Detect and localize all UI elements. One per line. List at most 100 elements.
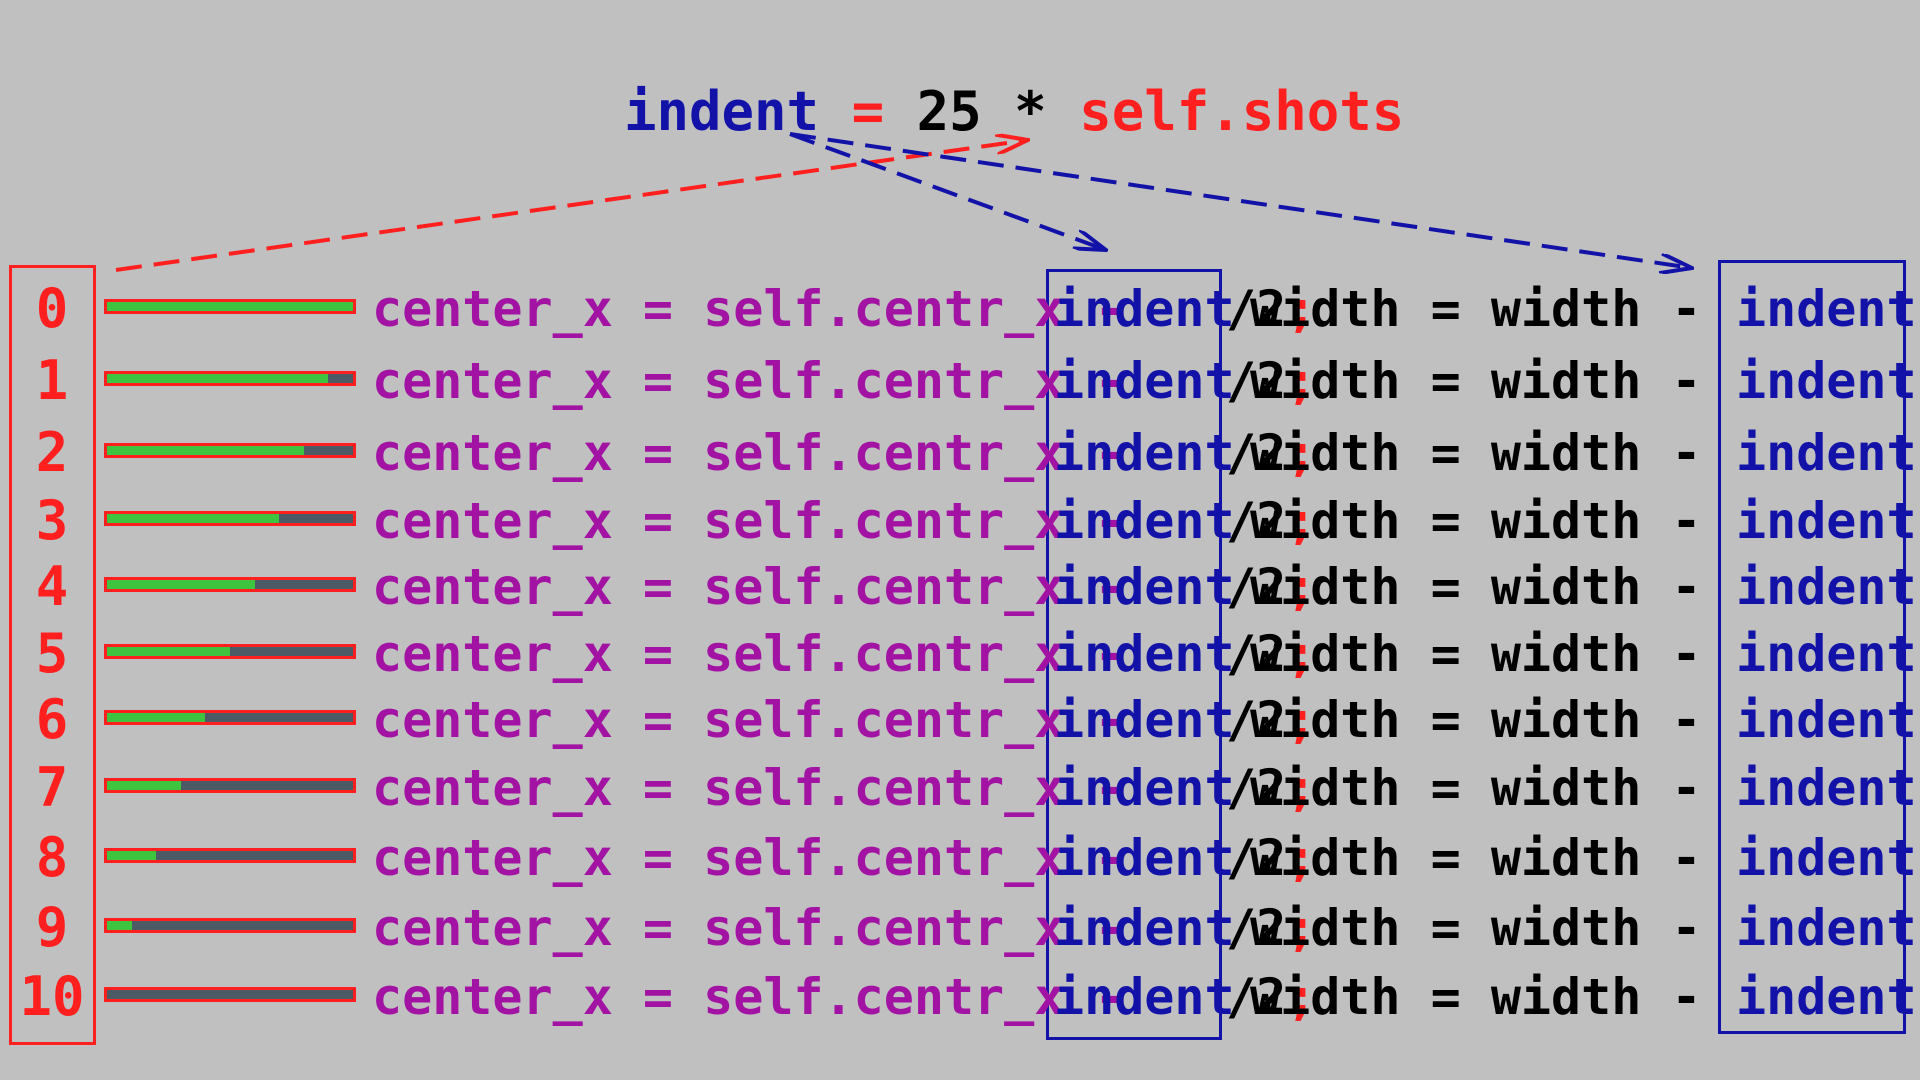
code-row: 1 center_x = self.centr_x - indent/2;width… xyxy=(0,351,1920,411)
shots-progress-bar xyxy=(104,371,356,386)
index-column-box xyxy=(9,265,96,1045)
center-expression: center_x = self.centr_x - xyxy=(372,280,1125,338)
divisor: /2 xyxy=(1226,759,1287,817)
shots-progress-bar xyxy=(104,987,356,1002)
indent-term-middle: indent xyxy=(1054,759,1235,817)
divisor: /2 xyxy=(1226,625,1287,683)
shots-progress-bar xyxy=(104,577,356,592)
width-expression: width = width - xyxy=(1250,968,1702,1026)
shots-progress-fill xyxy=(107,647,230,656)
shots-progress-bar xyxy=(104,443,356,458)
row-index: 4 xyxy=(35,555,69,618)
width-expression: width = width - xyxy=(1250,280,1702,338)
formula: indent = 25 * self.shots xyxy=(624,80,1404,144)
width-expression: width = width - xyxy=(1250,625,1702,683)
divide-by-two: /2; xyxy=(1226,624,1316,684)
shots-progress-bar xyxy=(104,918,356,933)
shots-progress-fill xyxy=(107,374,329,383)
width-expression: width = width - xyxy=(1250,492,1702,550)
row-index: 0 xyxy=(35,277,69,340)
indent-term-right: indent xyxy=(1736,558,1917,616)
center-expression: center_x = self.centr_x - xyxy=(372,899,1125,957)
shots-progress-fill xyxy=(107,781,181,790)
indent-column-box-right xyxy=(1718,260,1906,1034)
divisor: /2 xyxy=(1226,424,1287,482)
divide-by-two: /2; xyxy=(1226,557,1316,617)
indent-term-right: indent xyxy=(1736,424,1917,482)
shots-progress-fill xyxy=(107,302,353,311)
divisor: /2 xyxy=(1226,352,1287,410)
semicolon: ; xyxy=(1286,691,1317,749)
width-expression: width = width - xyxy=(1250,759,1702,817)
shots-progress-fill xyxy=(107,514,280,523)
formula-equals: = xyxy=(819,80,917,143)
arrow-indent-to-right xyxy=(789,132,1692,268)
center-expression: center_x = self.centr_x - xyxy=(372,492,1125,550)
indent-term-right: indent xyxy=(1736,352,1917,410)
indent-term-right: indent xyxy=(1736,829,1917,887)
shots-progress-bar xyxy=(104,710,356,725)
semicolon: ; xyxy=(1286,968,1317,1026)
center-expression: center_x = self.centr_x - xyxy=(372,829,1125,887)
shots-progress-bar xyxy=(104,848,356,863)
row-index: 3 xyxy=(35,489,69,552)
indent-term-right: indent xyxy=(1736,492,1917,550)
semicolon: ; xyxy=(1286,352,1317,410)
divide-by-two: /2; xyxy=(1226,758,1316,818)
row-index: 8 xyxy=(35,826,69,889)
width-expression: width = width - xyxy=(1250,829,1702,887)
divisor: /2 xyxy=(1226,968,1287,1026)
row-index: 10 xyxy=(19,965,85,1028)
row-index: 7 xyxy=(35,756,69,819)
center-expression: center_x = self.centr_x - xyxy=(372,558,1125,616)
shots-progress-fill xyxy=(107,851,157,860)
center-expression: center_x = self.centr_x - xyxy=(372,759,1125,817)
indent-term-middle: indent xyxy=(1054,558,1235,616)
row-index: 6 xyxy=(35,688,69,751)
divide-by-two: /2; xyxy=(1226,898,1316,958)
divide-by-two: /2; xyxy=(1226,828,1316,888)
divisor: /2 xyxy=(1226,829,1287,887)
semicolon: ; xyxy=(1286,492,1317,550)
width-expression: width = width - xyxy=(1250,352,1702,410)
arrow-index-to-shots xyxy=(115,140,1028,272)
indent-term-right: indent xyxy=(1736,625,1917,683)
center-expression: center_x = self.centr_x - xyxy=(372,691,1125,749)
semicolon: ; xyxy=(1286,424,1317,482)
arrow-indent-to-mid xyxy=(789,132,1106,250)
semicolon: ; xyxy=(1286,625,1317,683)
formula-multiplier: 25 * xyxy=(916,80,1080,143)
row-index: 1 xyxy=(35,349,69,412)
indent-term-middle: indent xyxy=(1054,280,1235,338)
indent-term-middle: indent xyxy=(1054,625,1235,683)
semicolon: ; xyxy=(1286,759,1317,817)
divide-by-two: /2; xyxy=(1226,690,1316,750)
shots-progress-fill xyxy=(107,713,206,722)
center-expression: center_x = self.centr_x - xyxy=(372,352,1125,410)
semicolon: ; xyxy=(1286,280,1317,338)
indent-term-middle: indent xyxy=(1054,424,1235,482)
indent-term-right: indent xyxy=(1736,759,1917,817)
row-index: 9 xyxy=(35,896,69,959)
shots-progress-bar xyxy=(104,644,356,659)
center-expression: center_x = self.centr_x - xyxy=(372,625,1125,683)
indent-term-right: indent xyxy=(1736,968,1917,1026)
indent-column-box-middle xyxy=(1046,269,1222,1040)
indent-term-middle: indent xyxy=(1054,829,1235,887)
formula-rhs: self.shots xyxy=(1079,80,1405,143)
indent-term-middle: indent xyxy=(1054,492,1235,550)
width-expression: width = width - xyxy=(1250,691,1702,749)
divisor: /2 xyxy=(1226,691,1287,749)
shots-progress-bar xyxy=(104,299,356,314)
shots-progress-fill xyxy=(107,446,304,455)
center-expression: center_x = self.centr_x - xyxy=(372,968,1125,1026)
